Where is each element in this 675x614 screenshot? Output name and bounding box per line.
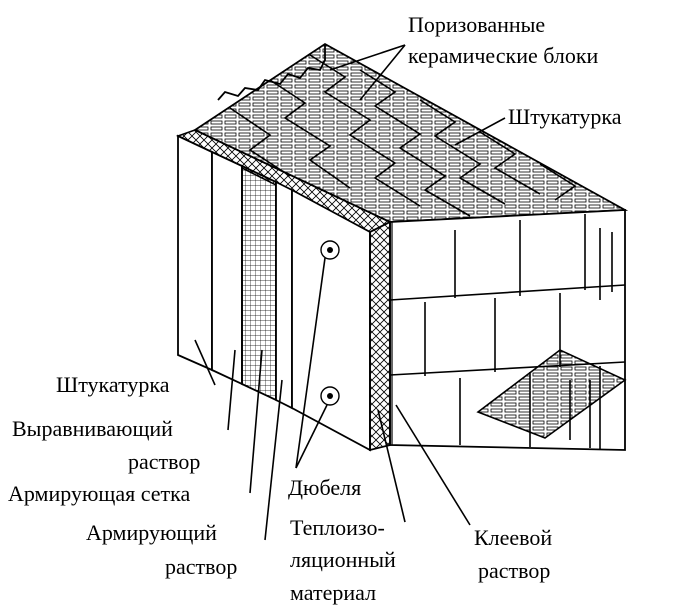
leader-adhesive-mortar: [395, 404, 471, 526]
blocks-lower-step: [476, 349, 627, 439]
label-plaster-left: Штукатурка: [56, 372, 170, 397]
leader-lines: [194, 44, 506, 541]
dowel-bottom: [320, 386, 340, 406]
leader-porous-blocks-a: [329, 44, 406, 71]
leader-dowels-b: [295, 404, 328, 469]
leader-insulation: [377, 409, 406, 523]
reinforcing-mortar-layer: [275, 180, 293, 410]
leader-porous-blocks-b: [359, 44, 406, 101]
label-leveling-mortar-1: Выравнивающий: [12, 416, 173, 441]
leader-reinforcing-mortar: [264, 379, 283, 541]
leader-plaster-right: [454, 117, 506, 146]
leader-plaster-left: [194, 339, 216, 386]
plaster-layer: [177, 134, 213, 372]
blocks-right-ribs: [569, 228, 613, 448]
label-plaster-right: Штукатурка: [508, 104, 622, 129]
blocks-tooth-edge: [217, 44, 326, 101]
wall-illustration: [175, 42, 629, 452]
label-adhesive-mortar-2: раствор: [478, 558, 550, 583]
label-reinforcing-mortar-1: Армирующий: [86, 520, 217, 545]
label-reinforcing-mesh: Армирующая сетка: [8, 481, 190, 506]
label-porous-blocks-1: Поризованные: [408, 12, 545, 37]
label-insulation-1: Теплоизо-: [290, 515, 385, 540]
label-insulation-3: материал: [290, 580, 376, 605]
leader-reinforcing-mesh: [249, 349, 263, 494]
label-insulation-2: ляционный: [290, 547, 396, 572]
labels: Поризованные керамические блоки Штукатур…: [8, 12, 622, 605]
label-reinforcing-mortar-2: раствор: [165, 554, 237, 579]
leveling-mortar-layer: [211, 150, 243, 386]
label-dowels: Дюбеля: [288, 475, 361, 500]
label-adhesive-mortar-1: Клеевой: [474, 525, 552, 550]
dowel-top: [320, 240, 340, 260]
label-leveling-mortar-2: раствор: [128, 449, 200, 474]
insulation-edge: [369, 220, 391, 452]
leader-leveling-mortar: [227, 349, 236, 431]
reinforcing-mesh-layer: [241, 164, 277, 402]
block-top-joints: [229, 54, 577, 217]
leader-dowels-a: [295, 257, 326, 469]
label-porous-blocks-2: керамические блоки: [408, 43, 599, 68]
